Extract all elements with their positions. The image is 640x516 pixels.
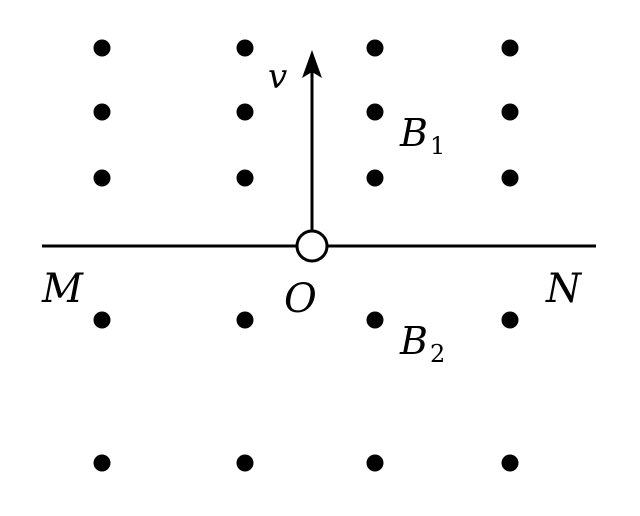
field-lower-dot-r2-c2 [236,454,254,472]
point-n-label: N [545,266,583,312]
particle-at-origin [295,229,329,263]
field-b2-label: B [399,319,428,363]
field-upper-dot-r2-c4 [501,103,519,121]
field-b1-label: B [399,111,428,155]
velocity-arrowhead [302,50,322,78]
field-upper-dot-r3-c2 [236,169,254,187]
field-lower-dot-r1-c4 [501,311,519,329]
field-upper-dot-r2-c2 [236,103,254,121]
field-upper-dot-r1-c4 [501,39,519,57]
field-upper-dot-r1-c1 [93,39,111,57]
field-upper-dot-r3-c4 [501,169,519,187]
field-upper-dot-r2-c3 [366,103,384,121]
field-upper-dot-r3-c3 [366,169,384,187]
point-m-label: M [41,266,84,312]
field-upper-dot-r1-c2 [236,39,254,57]
field-b1-subscript: 1 [430,132,445,160]
velocity-label: v [268,57,287,97]
field-dots-upper-region [93,39,519,187]
field-lower-dot-r2-c1 [93,454,111,472]
field-b2-subscript: 2 [430,340,445,368]
field-lower-dot-r1-c1 [93,311,111,329]
field-upper-dot-r2-c1 [93,103,111,121]
field-upper-dot-r1-c3 [366,39,384,57]
field-lower-dot-r2-c3 [366,454,384,472]
field-upper-dot-r3-c1 [93,169,111,187]
field-dots-lower-region [93,311,519,472]
point-o-label: O [284,276,317,322]
field-lower-dot-r1-c2 [236,311,254,329]
field-lower-dot-r1-c3 [366,311,384,329]
field-lower-dot-r2-c4 [501,454,519,472]
